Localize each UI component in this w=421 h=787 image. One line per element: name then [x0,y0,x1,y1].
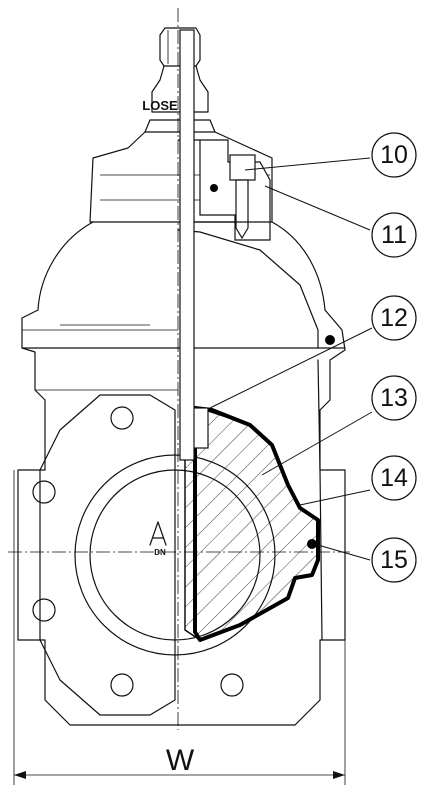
wedge-guide [307,539,317,549]
handwheel-label: LOSE [142,98,178,113]
stem [179,29,195,461]
body-mark-text: DN [154,548,166,557]
body-logo: DN [149,521,167,557]
callout-10-label: 10 [380,141,408,169]
callout-15: 15 [371,537,417,583]
callout-15-label: 15 [380,546,408,574]
section-view [177,139,335,641]
callout-11: 11 [371,212,417,258]
dimension-label-w: W [166,744,195,777]
callout-11-label: 11 [381,221,407,249]
callout-14: 14 [371,455,417,501]
callout-13-label: 13 [380,384,408,412]
width-dimension: W [13,470,346,785]
callout-13: 13 [371,375,417,421]
wedge [184,406,320,642]
callout-10: 10 [371,132,417,178]
callout-12: 12 [371,295,417,341]
callout-12-label: 12 [380,304,408,332]
callout-14-label: 14 [380,464,408,492]
leader-lines [209,157,373,561]
bonnet-bolt [229,154,256,181]
o-ring-right [325,335,335,345]
wedge-rubber-coating [193,406,320,642]
o-ring-upper [210,184,218,192]
